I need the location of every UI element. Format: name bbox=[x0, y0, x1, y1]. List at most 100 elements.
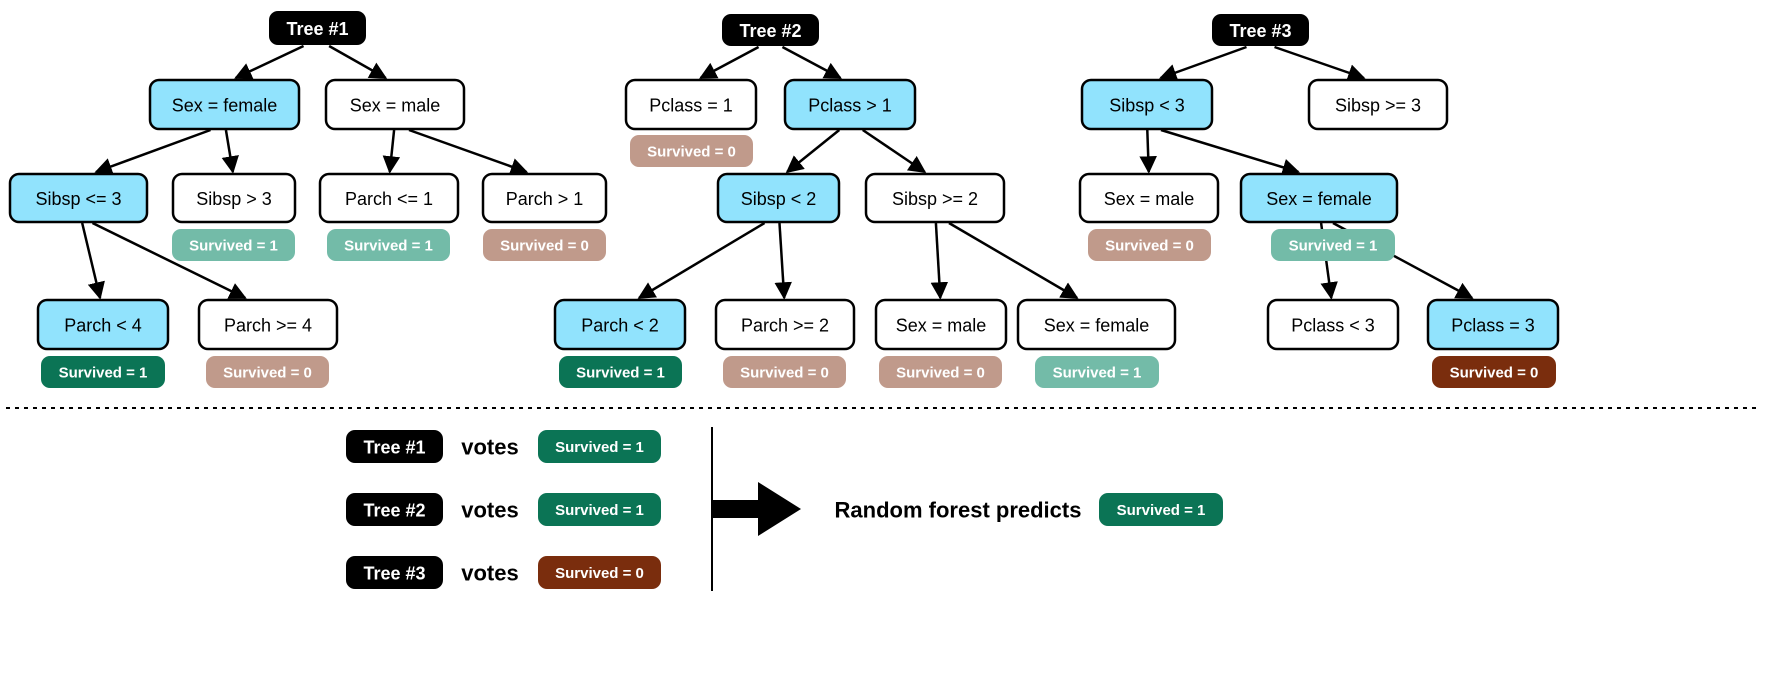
tree-label-text: Tree #2 bbox=[739, 21, 801, 41]
leaf-badge: Survived = 0 bbox=[630, 135, 753, 167]
split-node: Sex = female bbox=[1239, 172, 1399, 224]
split-node: Parch <= 1 bbox=[318, 172, 460, 224]
tree-edge bbox=[948, 221, 1079, 300]
vote-result-badge-text: Survived = 1 bbox=[555, 439, 644, 456]
split-node-box bbox=[1307, 78, 1449, 131]
tree-edge bbox=[94, 128, 211, 175]
tree-edge bbox=[930, 222, 949, 300]
split-node: Pclass = 1 bbox=[624, 78, 758, 131]
leaf-badge: Survived = 0 bbox=[723, 356, 846, 388]
tree-label: Tree #1 bbox=[269, 11, 366, 45]
split-node-text: Parch < 4 bbox=[64, 316, 142, 336]
leaf-badge: Survived = 1 bbox=[1271, 229, 1395, 261]
split-node: Sex = female bbox=[1016, 298, 1177, 351]
leaf-badge-text: Survived = 1 bbox=[1289, 238, 1378, 255]
vote-word-text: votes bbox=[461, 435, 518, 460]
split-node-text: Sibsp >= 2 bbox=[892, 189, 978, 209]
leaf-badge: Survived = 1 bbox=[1035, 356, 1159, 388]
tree-edge bbox=[234, 44, 305, 80]
split-node-box bbox=[318, 172, 460, 224]
split-node-text: Pclass = 3 bbox=[1451, 316, 1535, 336]
split-node-box bbox=[36, 298, 170, 351]
tree-edge bbox=[1160, 128, 1301, 176]
split-node-box bbox=[1426, 298, 1560, 351]
split-node: Pclass = 3 bbox=[1426, 298, 1560, 351]
leaf-badge-text: Survived = 0 bbox=[647, 144, 736, 161]
vote-word: votes bbox=[461, 435, 518, 460]
vote-result-badge-box bbox=[538, 556, 661, 589]
split-node-box bbox=[1016, 298, 1177, 351]
split-node-text: Sex = female bbox=[1044, 316, 1150, 336]
leaf-badge: Survived = 0 bbox=[1088, 229, 1211, 261]
leaf-badge-box bbox=[879, 356, 1002, 388]
vote-word: votes bbox=[461, 498, 518, 523]
prediction-result-badge-text: Survived = 1 bbox=[1117, 502, 1206, 519]
vote-result-badge-box bbox=[538, 430, 661, 463]
tree-edge bbox=[221, 129, 239, 174]
tree-edge bbox=[1274, 45, 1366, 82]
leaf-badge: Survived = 0 bbox=[483, 229, 606, 261]
split-node: Sex = male bbox=[1078, 172, 1220, 224]
leaf-badge-box bbox=[1088, 229, 1211, 261]
leaf-badge-text: Survived = 1 bbox=[1053, 365, 1142, 382]
split-node-text: Pclass = 1 bbox=[649, 96, 733, 116]
vote-tree-label-box bbox=[346, 556, 443, 589]
leaf-badge-box bbox=[1432, 356, 1556, 388]
leaf-badge-text: Survived = 1 bbox=[59, 365, 148, 382]
tree-label: Tree #3 bbox=[1212, 14, 1309, 46]
split-node-text: Pclass < 3 bbox=[1291, 316, 1375, 336]
split-node: Parch >= 2 bbox=[714, 298, 856, 351]
vote-result-badge: Survived = 0 bbox=[538, 556, 661, 589]
split-node-text: Parch < 2 bbox=[581, 316, 659, 336]
split-node-text: Sex = male bbox=[350, 96, 441, 116]
tree-edge bbox=[1139, 129, 1157, 174]
leaf-badge-box bbox=[723, 356, 846, 388]
split-node: Parch > 1 bbox=[481, 172, 608, 224]
tree-edge bbox=[637, 221, 766, 300]
split-node: Sibsp >= 3 bbox=[1307, 78, 1449, 131]
split-node-text: Sibsp < 3 bbox=[1109, 96, 1185, 116]
leaf-badge-box bbox=[206, 356, 329, 388]
leaf-badge-box bbox=[1035, 356, 1159, 388]
prediction-result-badge: Survived = 1 bbox=[1099, 493, 1223, 526]
tree-edge bbox=[862, 128, 927, 174]
tree-label-box bbox=[269, 11, 366, 45]
tree-label-text: Tree #1 bbox=[286, 19, 348, 39]
split-node-box bbox=[171, 172, 297, 224]
split-node-text: Sex = female bbox=[1266, 189, 1372, 209]
leaf-badge-box bbox=[327, 229, 450, 261]
split-node: Pclass < 3 bbox=[1266, 298, 1400, 351]
split-node-text: Sibsp <= 3 bbox=[35, 189, 121, 209]
tree-edge bbox=[328, 44, 388, 80]
vote-word-text: votes bbox=[461, 498, 518, 523]
leaf-badge-text: Survived = 1 bbox=[189, 238, 278, 255]
leaf-badge: Survived = 1 bbox=[327, 229, 450, 261]
split-node-box bbox=[481, 172, 608, 224]
split-node-box bbox=[1080, 78, 1214, 131]
vote-tree-label-text: Tree #1 bbox=[363, 438, 425, 458]
prediction: Random forest predicts bbox=[835, 498, 1082, 523]
prediction-result-badge-box bbox=[1099, 493, 1223, 526]
leaf-badge-text: Survived = 1 bbox=[344, 238, 433, 255]
leaf-badge: Survived = 0 bbox=[879, 356, 1002, 388]
split-node-box bbox=[1266, 298, 1400, 351]
tree-label-box bbox=[1212, 14, 1309, 46]
split-node-text: Sibsp > 3 bbox=[196, 189, 272, 209]
tree-edge bbox=[774, 222, 792, 300]
split-node-text: Sibsp >= 3 bbox=[1335, 96, 1421, 116]
tree-edge bbox=[382, 129, 401, 174]
tree-label-text: Tree #3 bbox=[1229, 21, 1291, 41]
split-node-text: Sex = male bbox=[1104, 189, 1195, 209]
split-node-text: Sex = female bbox=[172, 96, 278, 116]
split-node-box bbox=[197, 298, 339, 351]
split-node-text: Sex = male bbox=[896, 316, 987, 336]
leaf-badge-text: Survived = 0 bbox=[740, 365, 829, 382]
split-node-box bbox=[553, 298, 687, 351]
split-node: Parch < 2 bbox=[553, 298, 687, 351]
vote-result-badge: Survived = 1 bbox=[538, 430, 661, 463]
vote-result-badge: Survived = 1 bbox=[538, 493, 661, 526]
split-node-box bbox=[864, 172, 1006, 224]
